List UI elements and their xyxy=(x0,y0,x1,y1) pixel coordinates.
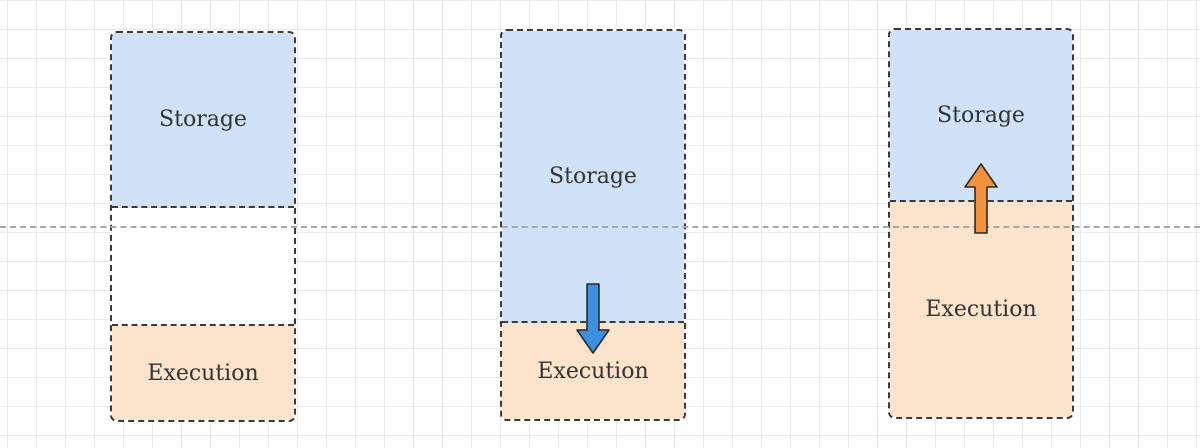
arrow-down-icon xyxy=(576,283,610,354)
execution-region: Execution xyxy=(890,202,1072,417)
memory-column-2: Storage Execution xyxy=(500,29,686,421)
memory-column-3: Storage Execution xyxy=(888,28,1074,419)
storage-region: Storage xyxy=(112,33,294,208)
storage-region: Storage xyxy=(502,31,684,323)
execution-label: Execution xyxy=(147,360,259,386)
storage-label: Storage xyxy=(159,107,247,132)
storage-label: Storage xyxy=(937,102,1025,128)
arrow-up-icon xyxy=(964,163,998,234)
execution-region: Execution xyxy=(112,326,294,420)
midline-divider xyxy=(0,226,1200,228)
execution-label: Execution xyxy=(925,297,1037,322)
storage-label: Storage xyxy=(549,163,637,189)
execution-label: Execution xyxy=(537,358,649,384)
